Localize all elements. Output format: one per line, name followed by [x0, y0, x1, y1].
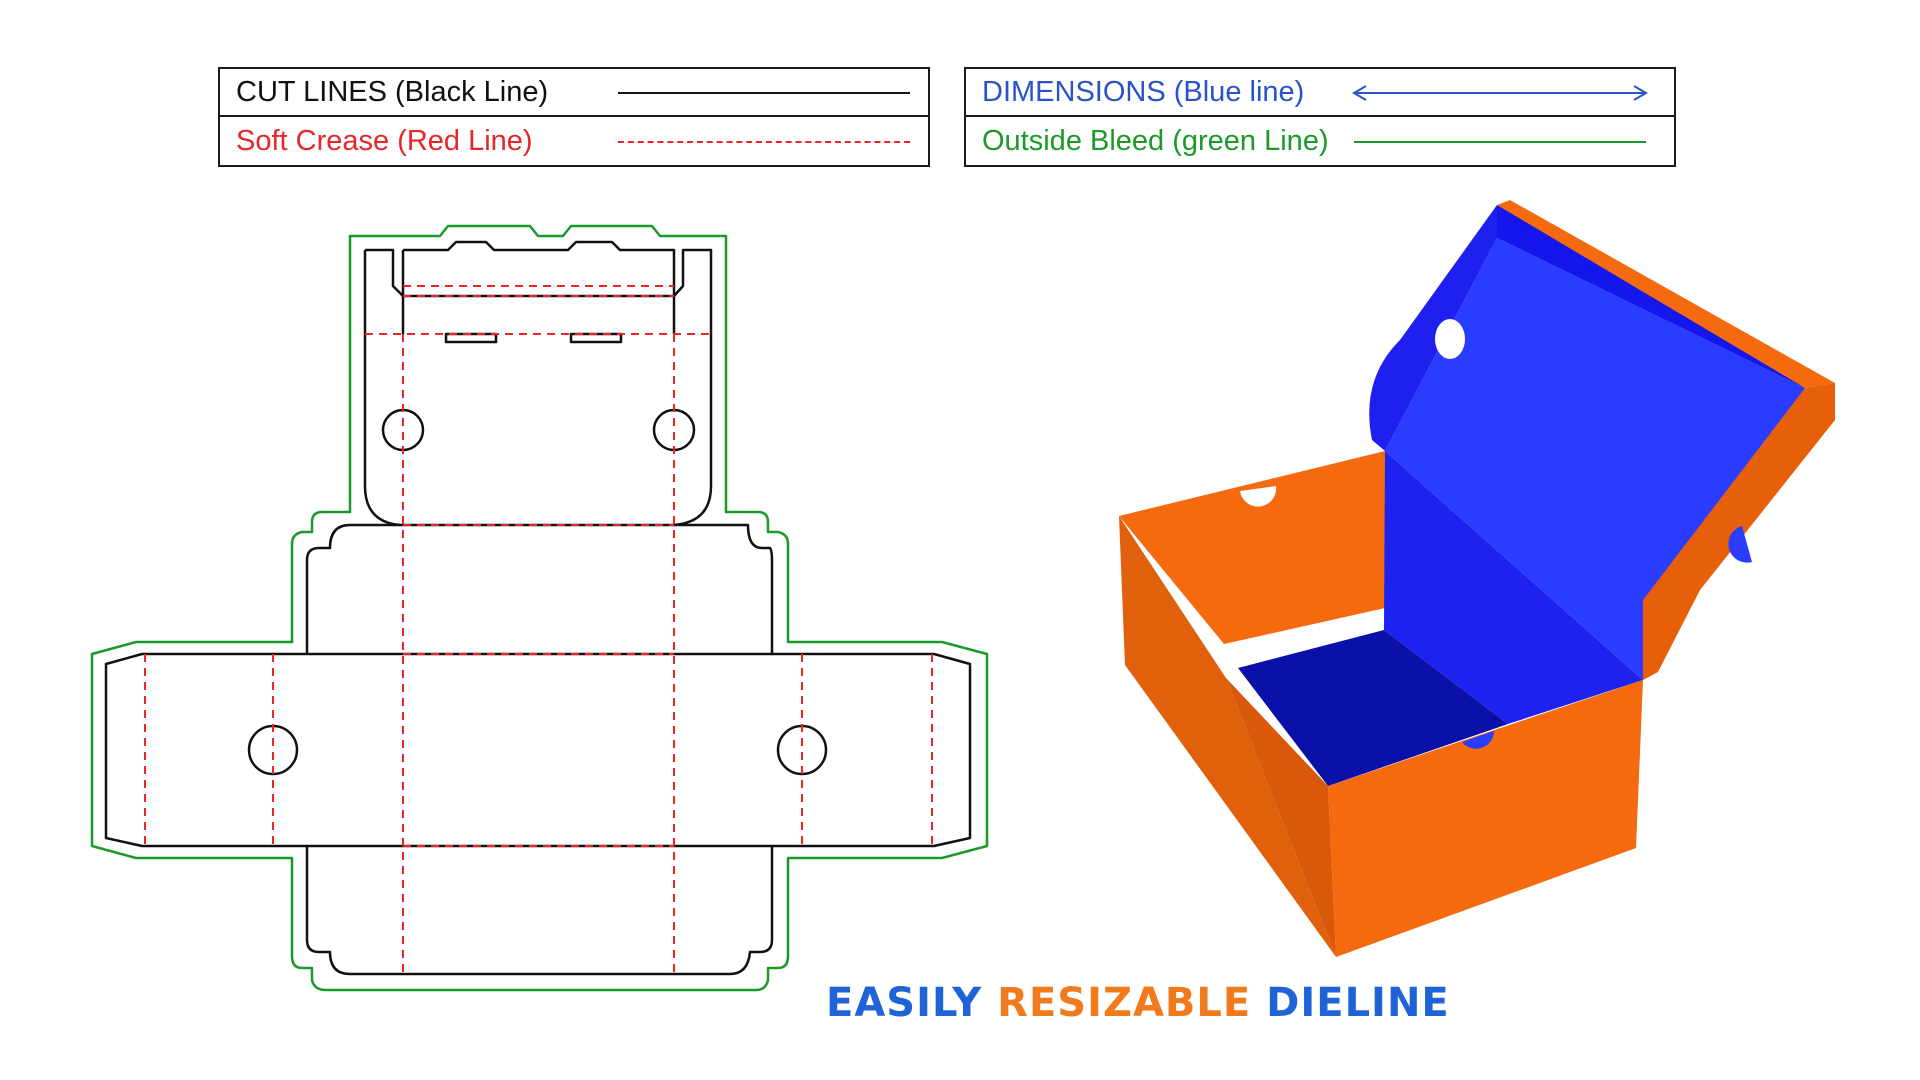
dimensions-label: DIMENSIONS (Blue line) — [982, 75, 1305, 108]
cut-lines — [104, 240, 972, 976]
crease-line-sample — [618, 141, 910, 143]
box-back-wall — [1119, 451, 1385, 644]
dieline — [90, 224, 989, 992]
box-inner-floor — [1238, 630, 1508, 786]
box-3d-mockup — [1119, 200, 1835, 957]
front-notch — [1462, 731, 1494, 749]
legend-right-box: DIMENSIONS (Blue line) Outside Bleed (gr… — [964, 67, 1676, 167]
outside-bleed-label: Outside Bleed (green Line) — [982, 124, 1329, 157]
lid-finger-hole — [1435, 319, 1465, 359]
cut-body-outline — [104, 523, 972, 976]
side-notch — [1728, 526, 1752, 563]
back-notch — [1240, 486, 1277, 507]
box-right-wall — [1328, 680, 1643, 957]
lock-slot-right — [569, 332, 623, 344]
box-left-wall — [1119, 516, 1336, 957]
box-inner-back — [1384, 451, 1643, 724]
lid-inner-strip — [1369, 205, 1497, 451]
legend-row-crease: Soft Crease (Red Line) — [220, 117, 928, 165]
dimension-arrow-icon — [1352, 85, 1648, 101]
bleed-line-sample — [1354, 141, 1646, 143]
legend-row-cut: CUT LINES (Black Line) — [220, 69, 928, 117]
legend-row-dimensions: DIMENSIONS (Blue line) — [966, 69, 1674, 117]
tagline-word-dieline: DIELINE — [1266, 980, 1450, 1026]
lock-slot-left — [444, 332, 498, 344]
tagline: EASILY RESIZABLE DIELINE — [826, 980, 1450, 1026]
tagline-word-resizable: RESIZABLE — [997, 980, 1252, 1026]
lid-orange-edge — [1497, 200, 1835, 388]
finger-hole-top-left — [381, 408, 425, 452]
crease-lines — [144, 285, 933, 974]
cut-line-sample — [618, 92, 910, 94]
outside-bleed-outline — [90, 224, 989, 992]
legend-row-bleed: Outside Bleed (green Line) — [966, 117, 1674, 165]
tagline-word-easily: EASILY — [826, 980, 983, 1026]
box-front-edge — [1226, 678, 1336, 957]
legend-left-box: CUT LINES (Black Line) Soft Crease (Red … — [218, 67, 930, 167]
cut-top-flap — [363, 240, 713, 527]
soft-crease-label: Soft Crease (Red Line) — [236, 124, 533, 157]
cut-lines-label: CUT LINES (Black Line) — [236, 75, 549, 108]
finger-hole-top-right — [652, 408, 696, 452]
